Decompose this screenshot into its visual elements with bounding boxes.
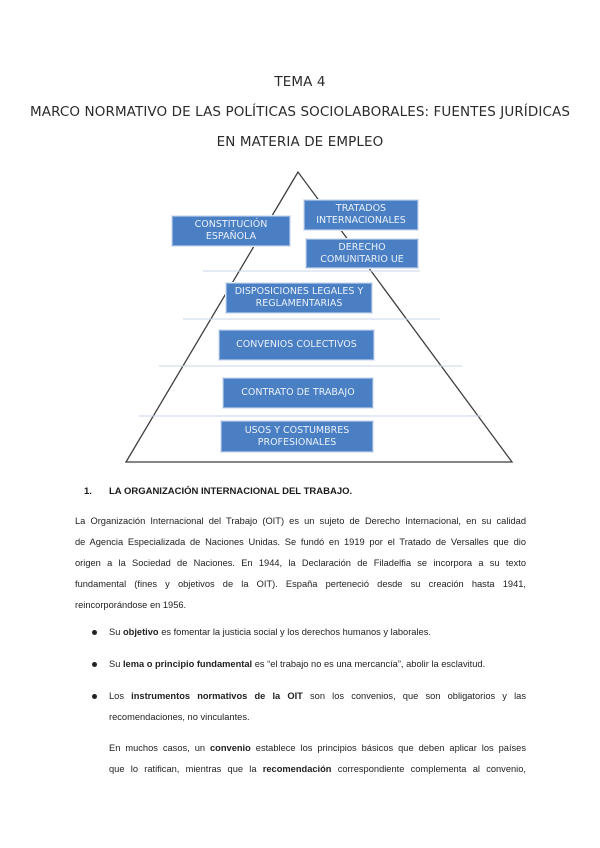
paragraph-bold: recomendación: [262, 764, 332, 774]
paragraph-line: que lo ratifican, mientras que la recome…: [109, 759, 526, 780]
bullet-text: Los: [109, 691, 132, 701]
paragraph-line: fundamental (fines y objetivos de la OIT…: [75, 579, 526, 589]
bullet-text: Su: [109, 659, 123, 669]
box-contrato: CONTRATO DE TRABAJO: [223, 378, 373, 408]
box-constitucion-line-1: CONSTITUCIÓN: [194, 219, 268, 230]
bullet-line: recomendaciones, no vinculantes.: [109, 712, 250, 722]
bullet-dot: [92, 662, 97, 667]
box-tratados-line-1: TRATADOS: [335, 203, 387, 214]
section-title: LA ORGANIZACIÓN INTERNACIONAL DEL TRABAJ…: [109, 486, 353, 497]
bullet-lema: Su lema o principio fundamental es “el t…: [109, 654, 529, 675]
bullet-text: es fomentar la justicia social y los der…: [158, 627, 431, 637]
box-usos-line-1: USOS Y COSTUMBRES: [244, 424, 350, 436]
box-disposiciones-line-2: REGLAMENTARIAS: [255, 298, 343, 309]
paragraph-line: En muchos casos, un convenio establece l…: [109, 738, 526, 759]
box-constitucion: CONSTITUCIÓN ESPAÑOLA: [172, 216, 290, 246]
paragraph-text: correspondiente complementa al convenio,: [331, 764, 526, 774]
bullet-dot: [92, 630, 97, 635]
paragraph-line: origen a la Sociedad de Naciones. En 194…: [75, 558, 526, 568]
document-title-line-1: MARCO NORMATIVO DE LAS POLÍTICAS SOCIOLA…: [30, 104, 570, 120]
bullet-line: Su lema o principio fundamental es “el t…: [109, 654, 529, 675]
bullet-line: Los instrumentos normativos de la OIT so…: [109, 686, 526, 707]
bullet-line: Su objetivo es fomentar la justicia soci…: [109, 622, 529, 643]
paragraph-line: de Agencia Especializada de Naciones Uni…: [75, 537, 526, 547]
intro-paragraph: La Organización Internacional del Trabaj…: [75, 511, 526, 616]
box-disposiciones-line-1: DISPOSICIONES LEGALES Y: [234, 286, 364, 297]
box-contrato-line-1: CONTRATO DE TRABAJO: [241, 387, 355, 398]
box-derecho-ue: DERECHO COMUNITARIO UE: [306, 239, 418, 268]
bullet-bold: instrumentos normativos de la OIT: [131, 691, 303, 701]
document-title-line-2: EN MATERIA DE EMPLEO: [216, 134, 384, 150]
bullet-text: Su: [109, 627, 123, 637]
bullet-bold: lema o principio fundamental: [122, 659, 253, 669]
paragraph-text: que lo ratifican, mientras que la: [109, 764, 263, 774]
box-derecho-ue-line-1: DERECHO: [338, 241, 386, 253]
paragraph-bold: convenio: [210, 743, 251, 753]
bullet-dot: [92, 694, 97, 699]
bullet-text: es “el trabajo no es una mercancía”, abo…: [252, 659, 486, 669]
box-tratados-line-2: INTERNACIONALES: [316, 215, 406, 226]
bullet-text: son los convenios, que son obligatorios …: [302, 691, 526, 701]
box-tratados: TRATADOS INTERNACIONALES: [304, 200, 418, 230]
paragraph-line: reincorporándose en 1956.: [75, 600, 187, 610]
paragraph-text: establece los principios básicos que deb…: [250, 743, 527, 753]
box-usos-line-2: PROFESIONALES: [257, 436, 337, 448]
paragraph-text: En muchos casos, un: [109, 743, 210, 753]
pyramid-triangle: [124, 170, 514, 463]
box-convenios: CONVENIOS COLECTIVOS: [219, 330, 374, 360]
box-usos: USOS Y COSTUMBRES PROFESIONALES: [221, 421, 373, 452]
section-number: 1.: [84, 486, 92, 497]
convenio-paragraph: En muchos casos, un convenio establece l…: [109, 738, 526, 780]
bullet-objetivo: Su objetivo es fomentar la justicia soci…: [109, 622, 529, 643]
bullet-instrumentos: Los instrumentos normativos de la OIT so…: [109, 686, 526, 728]
box-constitucion-line-2: ESPAÑOLA: [205, 231, 257, 242]
box-disposiciones: DISPOSICIONES LEGALES Y REGLAMENTARIAS: [226, 283, 372, 313]
bullet-bold: objetivo: [122, 627, 159, 637]
box-convenios-line-1: CONVENIOS COLECTIVOS: [236, 339, 357, 350]
document-tema: TEMA 4: [274, 74, 326, 90]
paragraph-line: La Organización Internacional del Trabaj…: [75, 516, 526, 526]
box-derecho-ue-line-2: COMUNITARIO UE: [320, 253, 404, 265]
